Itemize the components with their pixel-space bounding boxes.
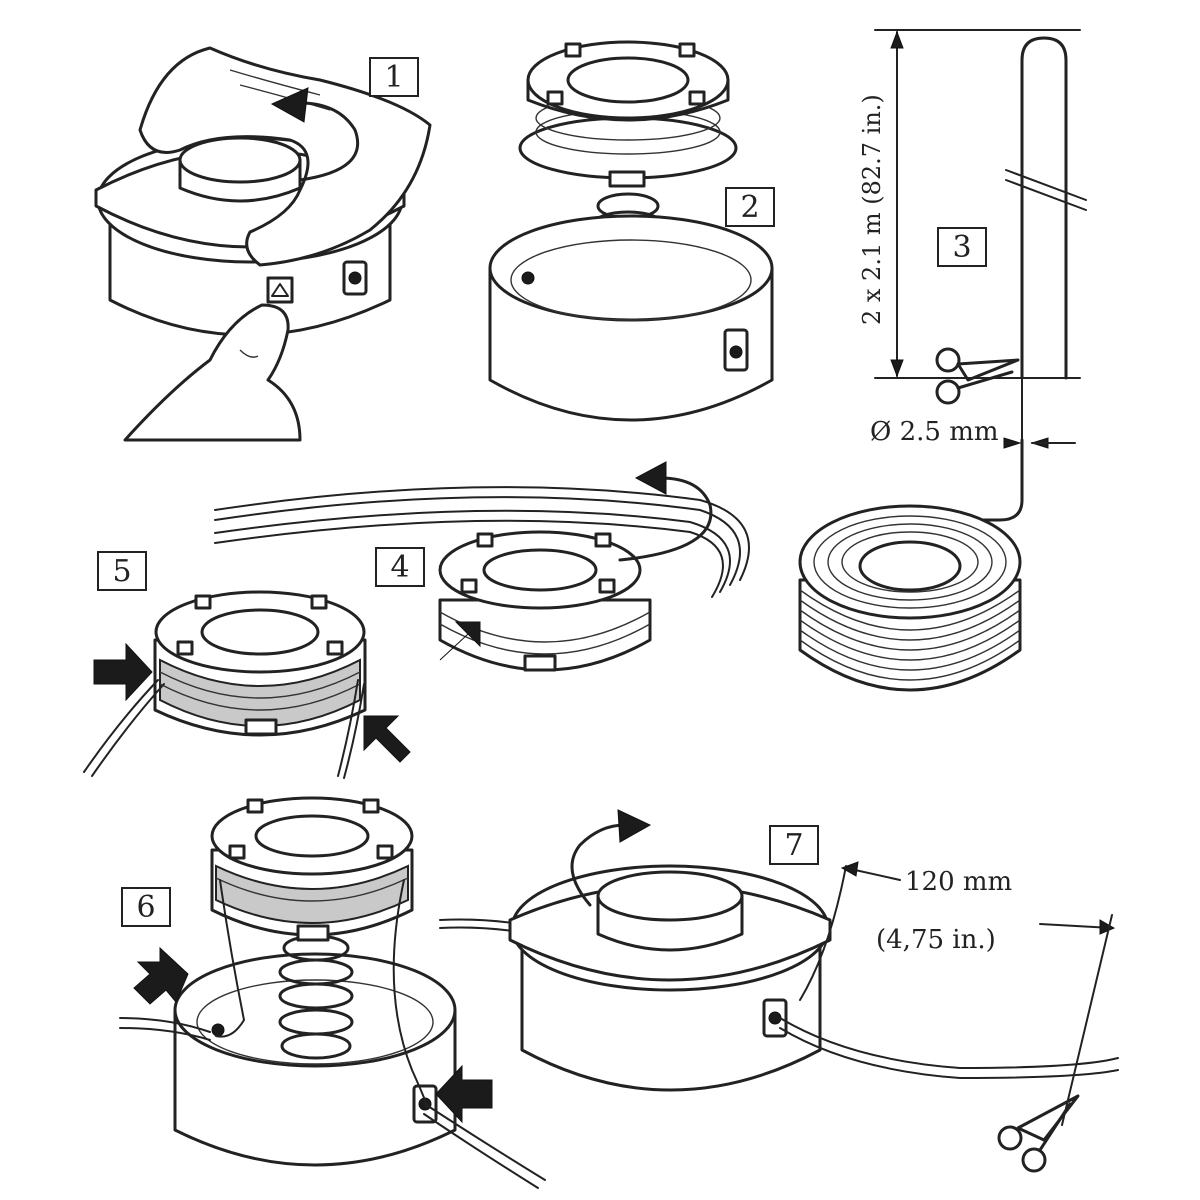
- line-length-label: 2 x 2.1 m (82.7 in.): [858, 94, 886, 325]
- step-5-number-box: [97, 551, 147, 591]
- step-4-number-box: [375, 547, 425, 587]
- protrusion-in-label: (4,75 in.): [876, 925, 996, 955]
- rotation-arrow-icon: [270, 87, 360, 182]
- push-arrow-icon: [439, 621, 481, 661]
- step-5-illustration: [83, 590, 411, 779]
- line-coil-icon: [798, 504, 1022, 692]
- step-2-number-box: [725, 187, 775, 227]
- step-5-number: 5: [112, 554, 131, 589]
- step-3-illustration: 2 x 2.1 m (82.7 in.) Ø 2.5 mm: [798, 29, 1087, 692]
- step-1-illustration: [94, 46, 432, 442]
- step-7-illustration: 120 mm (4,75 in.): [439, 809, 1119, 1173]
- step-2-illustration: [488, 40, 774, 422]
- step-3-number: 3: [952, 230, 971, 265]
- line-diameter-label: Ø 2.5 mm: [870, 417, 999, 447]
- step-7-number-box: [769, 825, 819, 865]
- hand-icon: [138, 46, 432, 267]
- step-4-illustration: [214, 461, 750, 672]
- step-2-number: 2: [740, 190, 759, 225]
- step-4-number: 4: [390, 550, 409, 585]
- step-1-number: 1: [384, 60, 403, 95]
- step-7-number: 7: [784, 828, 803, 863]
- protrusion-mm-label: 120 mm: [905, 867, 1012, 897]
- scissors-icon: [935, 347, 1020, 405]
- step-6-illustration: [119, 796, 546, 1189]
- step-3-number-box: [937, 227, 987, 267]
- step-6-number: 6: [136, 890, 155, 925]
- step-6-number-box: [121, 887, 171, 927]
- step-1-number-box: [369, 57, 419, 97]
